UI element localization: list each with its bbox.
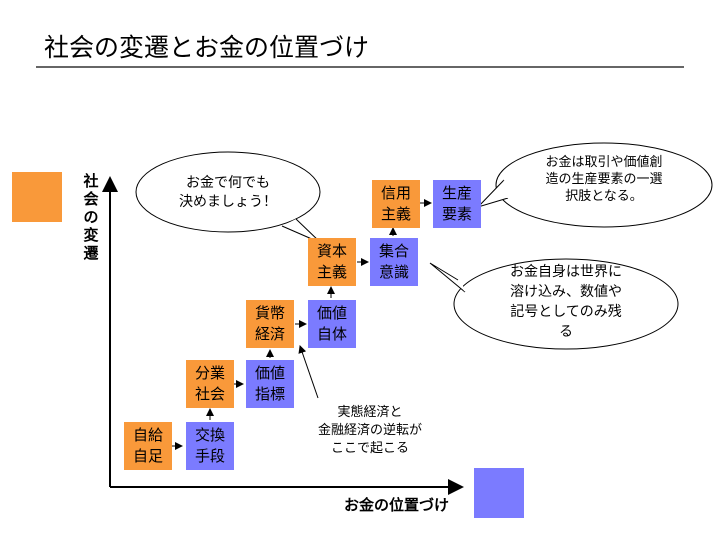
- box-seisan-yoso: 生産要素: [433, 180, 481, 228]
- reversal-note: 実態経済と 金融経済の逆転が ここで起こる: [317, 405, 422, 456]
- box-shihon-shugi: 資本主義: [308, 238, 356, 286]
- box-kachi-shihyo: 価値指標: [246, 360, 294, 408]
- y-axis-label: 社会の変遷: [83, 172, 99, 262]
- callout-right-text: お金自身は世界に 溶け込み、数値や 記号としてのみ残 る: [510, 264, 622, 340]
- note-pointer-arrow: [298, 345, 319, 399]
- callout-top-right-text: お金は取引や価値創 造の生産要素の一選 択肢となる。: [545, 155, 663, 204]
- title-underline: [36, 66, 684, 68]
- slide-title: 社会の変遷とお金の位置づけ: [44, 33, 370, 62]
- callout-left-shape: [135, 151, 322, 244]
- blue-legend-square: [474, 468, 524, 518]
- box-shinyo-shugi: 信用主義: [372, 180, 420, 228]
- box-kahei-keizai: 貨幣経済: [246, 300, 294, 348]
- orange-legend-square: [12, 172, 62, 222]
- box-shugo-ishiki: 集合意識: [370, 238, 418, 286]
- callout-right-shape: [429, 258, 679, 350]
- x-axis-label: お金の位置づけ: [344, 496, 450, 514]
- box-bungyo-shakai: 分業社会: [186, 360, 234, 408]
- box-kachi-jitai: 価値自体: [308, 300, 356, 348]
- box-jikyu-jisoku: 自給自足: [124, 422, 172, 470]
- callout-left-text: お金で何でも 決めましょう！: [179, 175, 277, 210]
- box-kokan-shudan: 交換手段: [186, 422, 234, 470]
- callout-top-right-shape: [476, 142, 713, 228]
